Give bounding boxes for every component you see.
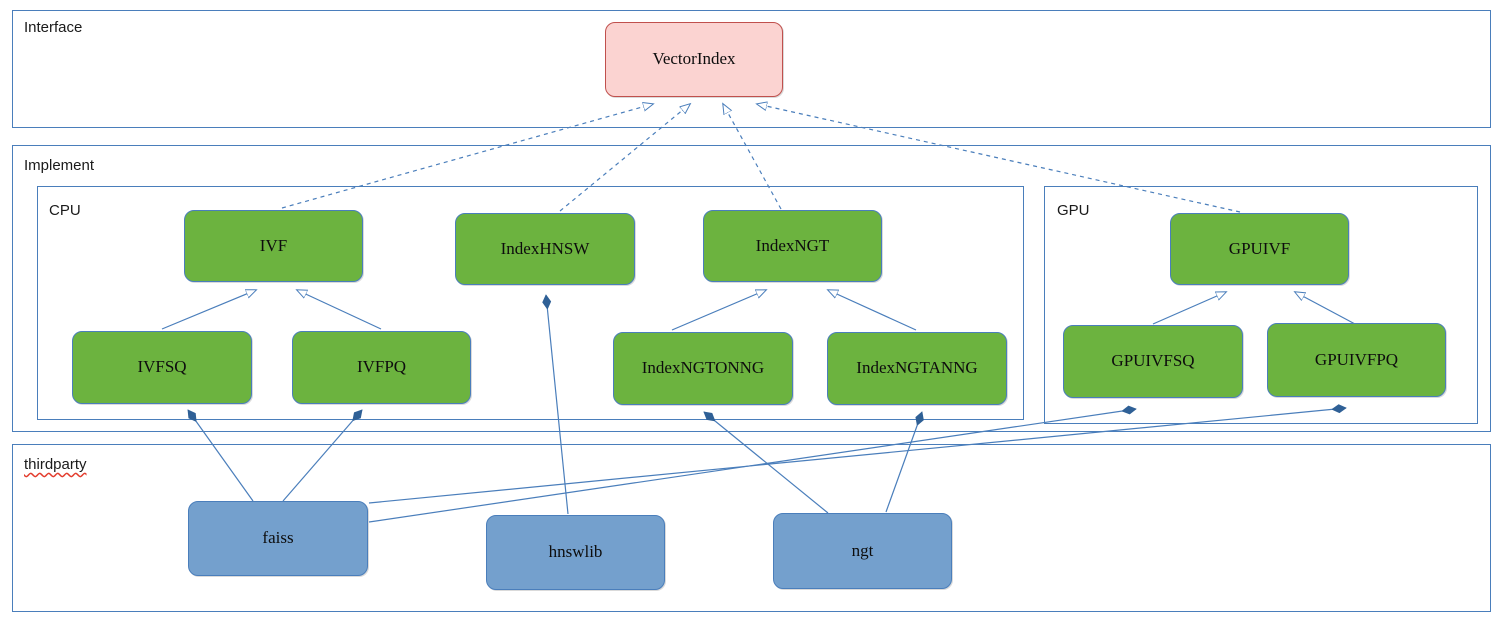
node-indexngt[interactable]: IndexNGT	[703, 210, 882, 282]
panel-label-implement: Implement	[24, 157, 95, 174]
node-indexngtanng[interactable]: IndexNGTANNG	[827, 332, 1007, 405]
node-ngt[interactable]: ngt	[773, 513, 952, 589]
panel-label-gpu: GPU	[1057, 202, 1090, 219]
node-faiss[interactable]: faiss	[188, 501, 368, 576]
node-ivfpq[interactable]: IVFPQ	[292, 331, 471, 404]
panel-label-interface: Interface	[24, 19, 83, 36]
node-gpuivfpq[interactable]: GPUIVFPQ	[1267, 323, 1446, 397]
node-gpuivf[interactable]: GPUIVF	[1170, 213, 1349, 285]
node-ivfsq[interactable]: IVFSQ	[72, 331, 252, 404]
node-ivf[interactable]: IVF	[184, 210, 363, 282]
node-vectorindex[interactable]: VectorIndex	[605, 22, 783, 97]
node-indexhnsw[interactable]: IndexHNSW	[455, 213, 635, 285]
node-indexngtonng[interactable]: IndexNGTONNG	[613, 332, 793, 405]
panel-label-cpu: CPU	[49, 202, 81, 219]
panel-label-thirdparty: thirdparty	[24, 456, 87, 473]
node-gpuivfsq[interactable]: GPUIVFSQ	[1063, 325, 1243, 398]
node-hnswlib[interactable]: hnswlib	[486, 515, 665, 590]
